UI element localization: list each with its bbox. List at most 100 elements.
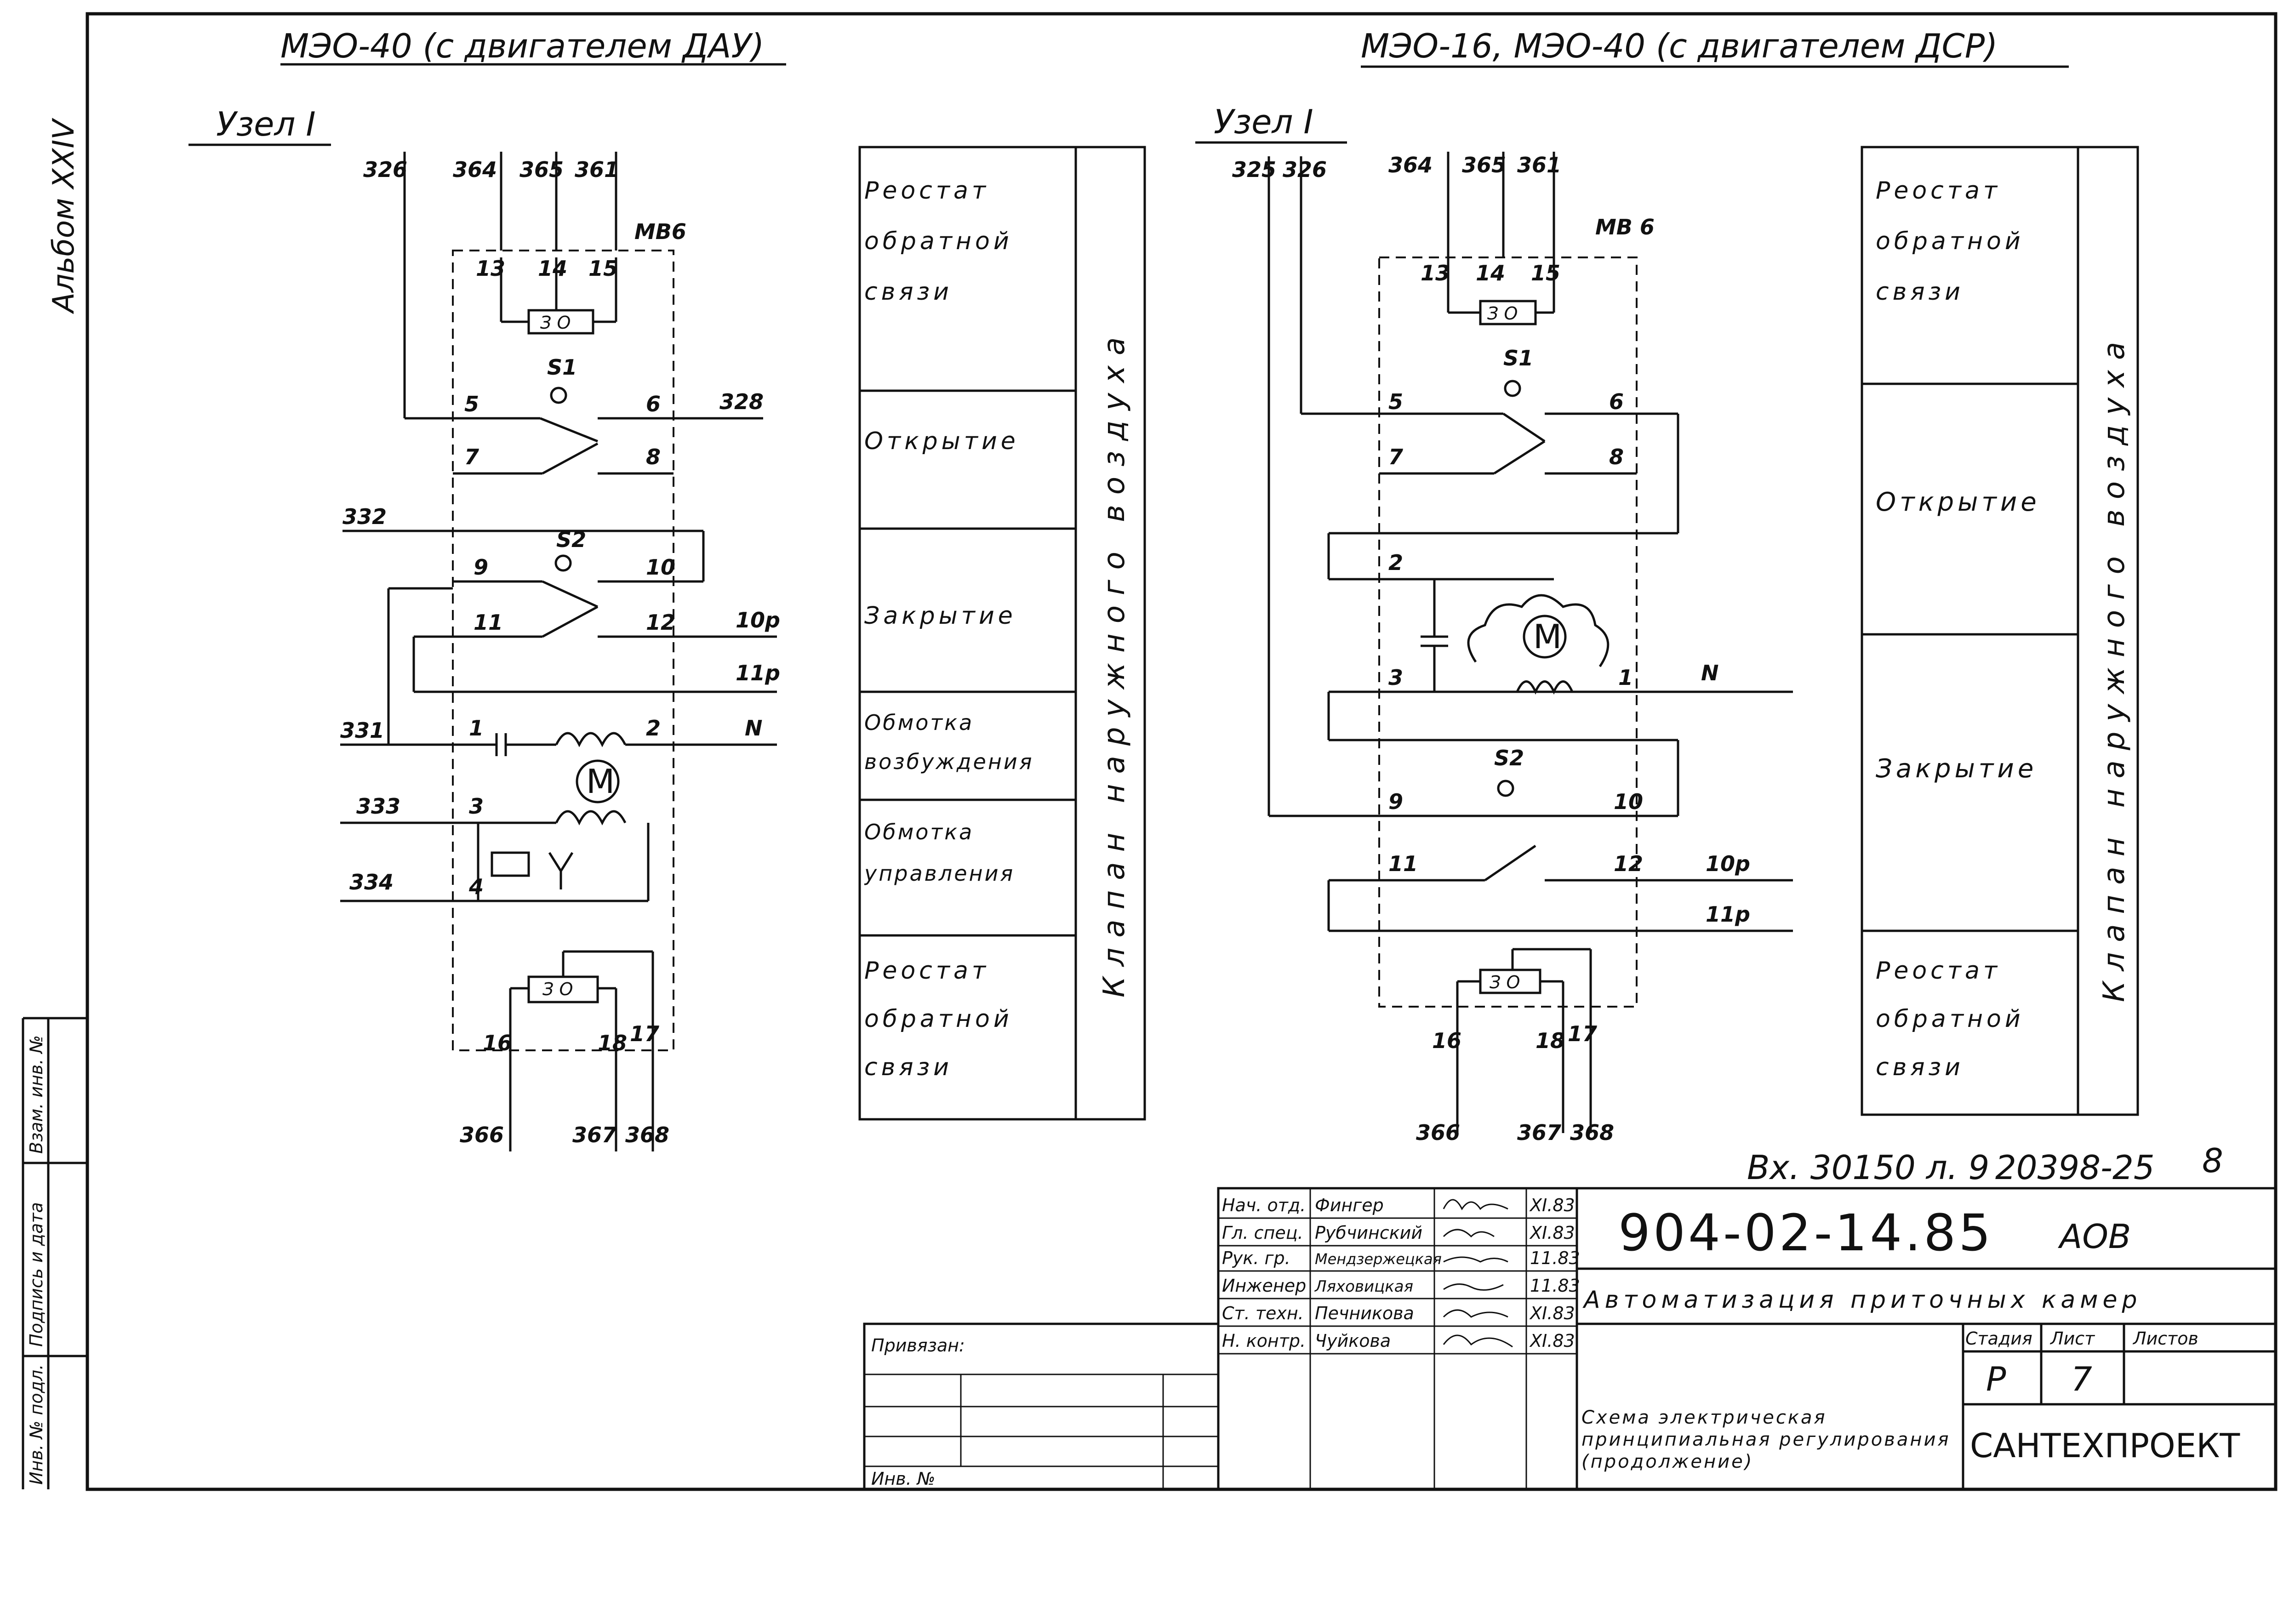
r-switch-s1: S1 (1503, 346, 1533, 370)
r-wire-364: 364 (1388, 153, 1433, 177)
wire-10p: 10р (736, 608, 780, 633)
wire-332: 332 (342, 504, 387, 529)
legend-row-2: Закрытие (864, 602, 1016, 630)
t3: 3 (469, 794, 484, 819)
signer-name-4: Печникова (1315, 1303, 1414, 1323)
t1: 1 (469, 716, 484, 741)
r-t13: 13 (1421, 261, 1450, 285)
r-wire-326: 326 (1283, 157, 1327, 182)
left-side-label: Клапан наружного воздуха (1097, 327, 1131, 997)
wire-364: 364 (453, 157, 497, 182)
r-legend-row-2: Закрытие (1876, 754, 2038, 784)
r-legend-row-3: Реостат обратной связи (1876, 957, 2024, 1081)
signer-date-5: XI.83 (1529, 1331, 1575, 1351)
r-legend-row-1: Открытие (1876, 487, 2040, 517)
right-node-label: Узел I (1214, 103, 1313, 141)
left-title: МЭО-40 (с двигателем ДАУ) (280, 27, 764, 65)
wire-367: 367 (572, 1123, 616, 1147)
r-t8: 8 (1609, 444, 1624, 469)
stamp-ref: Вх. 30150 л. 9 (1747, 1148, 1989, 1187)
r-t6: 6 (1609, 389, 1624, 414)
r-t11: 11 (1388, 851, 1418, 876)
right-schematic: МЭО-16, МЭО-40 (с двигателем ДСР) Узел I… (1195, 27, 2069, 1145)
signer-date-3: 11.83 (1530, 1276, 1580, 1296)
t4: 4 (468, 874, 484, 899)
privyazan-label: Привязан: (871, 1335, 965, 1356)
doc-code: 904-02-14.85 (1618, 1203, 1993, 1262)
t9: 9 (474, 555, 488, 580)
r-t12: 12 (1614, 851, 1643, 876)
t7: 7 (464, 444, 479, 469)
signer-roles: Нач. отд. Гл. спец. Рук. гр. Инженер Ст.… (1222, 1195, 1580, 1351)
left-legend: Реостат обратной связи Открытие Закрытие… (858, 146, 1146, 1121)
right-side-label: Клапан наружного воздуха (2097, 332, 2131, 1002)
signer-name-0: Фингер (1315, 1195, 1384, 1215)
doc-suffix: АОВ (2058, 1217, 2131, 1256)
signer-role-1: Гл. спец. (1222, 1223, 1303, 1243)
wire-326: 326 (363, 157, 407, 182)
legend-row-0: Реостат обратной связи (864, 177, 1013, 306)
r-t9: 9 (1388, 789, 1403, 814)
wire-N: N (745, 716, 763, 741)
rheostat-bottom: З О (542, 979, 573, 999)
margin-stamp: Инв. № подл. Подпись и дата Взам. инв. № (22, 1017, 87, 1489)
switch-s2: S2 (556, 527, 586, 552)
legend-row-4: Обмотка управления (864, 820, 1015, 886)
t15: 15 (588, 256, 618, 281)
r-t1: 1 (1618, 665, 1633, 690)
r-rheostat-bottom: З О (1490, 972, 1520, 992)
r-wire-10p: 10р (1706, 851, 1750, 876)
t18: 18 (598, 1031, 627, 1055)
wire-333: 333 (356, 794, 400, 819)
legend-row-3: Обмотка возбуждения (864, 710, 1034, 774)
sheet-value: 7 (2071, 1360, 2092, 1398)
r-switch-s2: S2 (1494, 746, 1524, 770)
r-t16: 16 (1432, 1028, 1461, 1053)
signer-date-0: XI.83 (1529, 1195, 1575, 1215)
left-motor: M (586, 762, 615, 801)
t11: 11 (474, 610, 503, 635)
r-legend-row-0: Реостат обратной связи (1876, 177, 2024, 306)
r-t10: 10 (1614, 789, 1643, 814)
doc-title: Автоматизация приточных камер (1582, 1286, 2142, 1314)
signer-name-5: Чуйкова (1315, 1331, 1391, 1351)
signer-date-4: XI.83 (1529, 1303, 1575, 1323)
mv-label: МВ6 (634, 219, 686, 244)
inv-no-label: Инв. № (871, 1469, 935, 1489)
legend-row-1: Открытие (864, 427, 1019, 455)
r-rheostat-top: З О (1487, 303, 1518, 324)
signer-date-2: 11.83 (1530, 1248, 1580, 1268)
right-legend: Реостат обратной связи Открытие Закрытие… (1861, 146, 2139, 1116)
r-wire-365: 365 (1462, 153, 1506, 177)
r-wire-11p: 11р (1706, 902, 1750, 927)
signer-name-3: Ляховицкая (1314, 1277, 1413, 1296)
r-t5: 5 (1388, 389, 1403, 414)
left-node-label: Узел I (216, 105, 316, 143)
sheet-header: Лист (2049, 1328, 2095, 1349)
r-t7: 7 (1388, 444, 1403, 469)
r-t3: 3 (1388, 665, 1403, 690)
t16: 16 (483, 1031, 512, 1055)
doc-subtitle: Схема электрическая принципиальная регул… (1581, 1407, 1951, 1472)
legend-row-5: Реостат обратной связи (864, 957, 1013, 1081)
r-t17: 17 (1568, 1021, 1597, 1046)
r-wire-367: 367 (1517, 1120, 1561, 1145)
switch-s1: S1 (547, 355, 577, 380)
title-block: Вх. 30150 л. 9 20398-25 8 Нач. отд. Гл. … (863, 1141, 2277, 1491)
rheostat-top: З О (540, 313, 571, 333)
t10: 10 (646, 555, 675, 580)
album-label: Альбом XXIV (47, 118, 81, 314)
t14: 14 (538, 256, 567, 281)
signer-name-2: Мендзержецкая (1315, 1250, 1442, 1268)
org-name: САНТЕХПРОЕКТ (1970, 1426, 2240, 1465)
t5: 5 (464, 392, 479, 416)
wire-11p: 11р (736, 661, 780, 685)
stamp-archive: 20398-25 (1995, 1148, 2155, 1187)
margin-label-2: Взам. инв. № (26, 1035, 46, 1154)
left-schematic: МЭО-40 (с двигателем ДАУ) Узел I 326 364… (188, 27, 786, 1151)
r-t14: 14 (1476, 261, 1505, 285)
signer-role-4: Ст. техн. (1222, 1303, 1304, 1323)
wire-334: 334 (349, 870, 394, 895)
wire-368: 368 (625, 1123, 669, 1147)
r-wire-N: N (1701, 661, 1719, 685)
